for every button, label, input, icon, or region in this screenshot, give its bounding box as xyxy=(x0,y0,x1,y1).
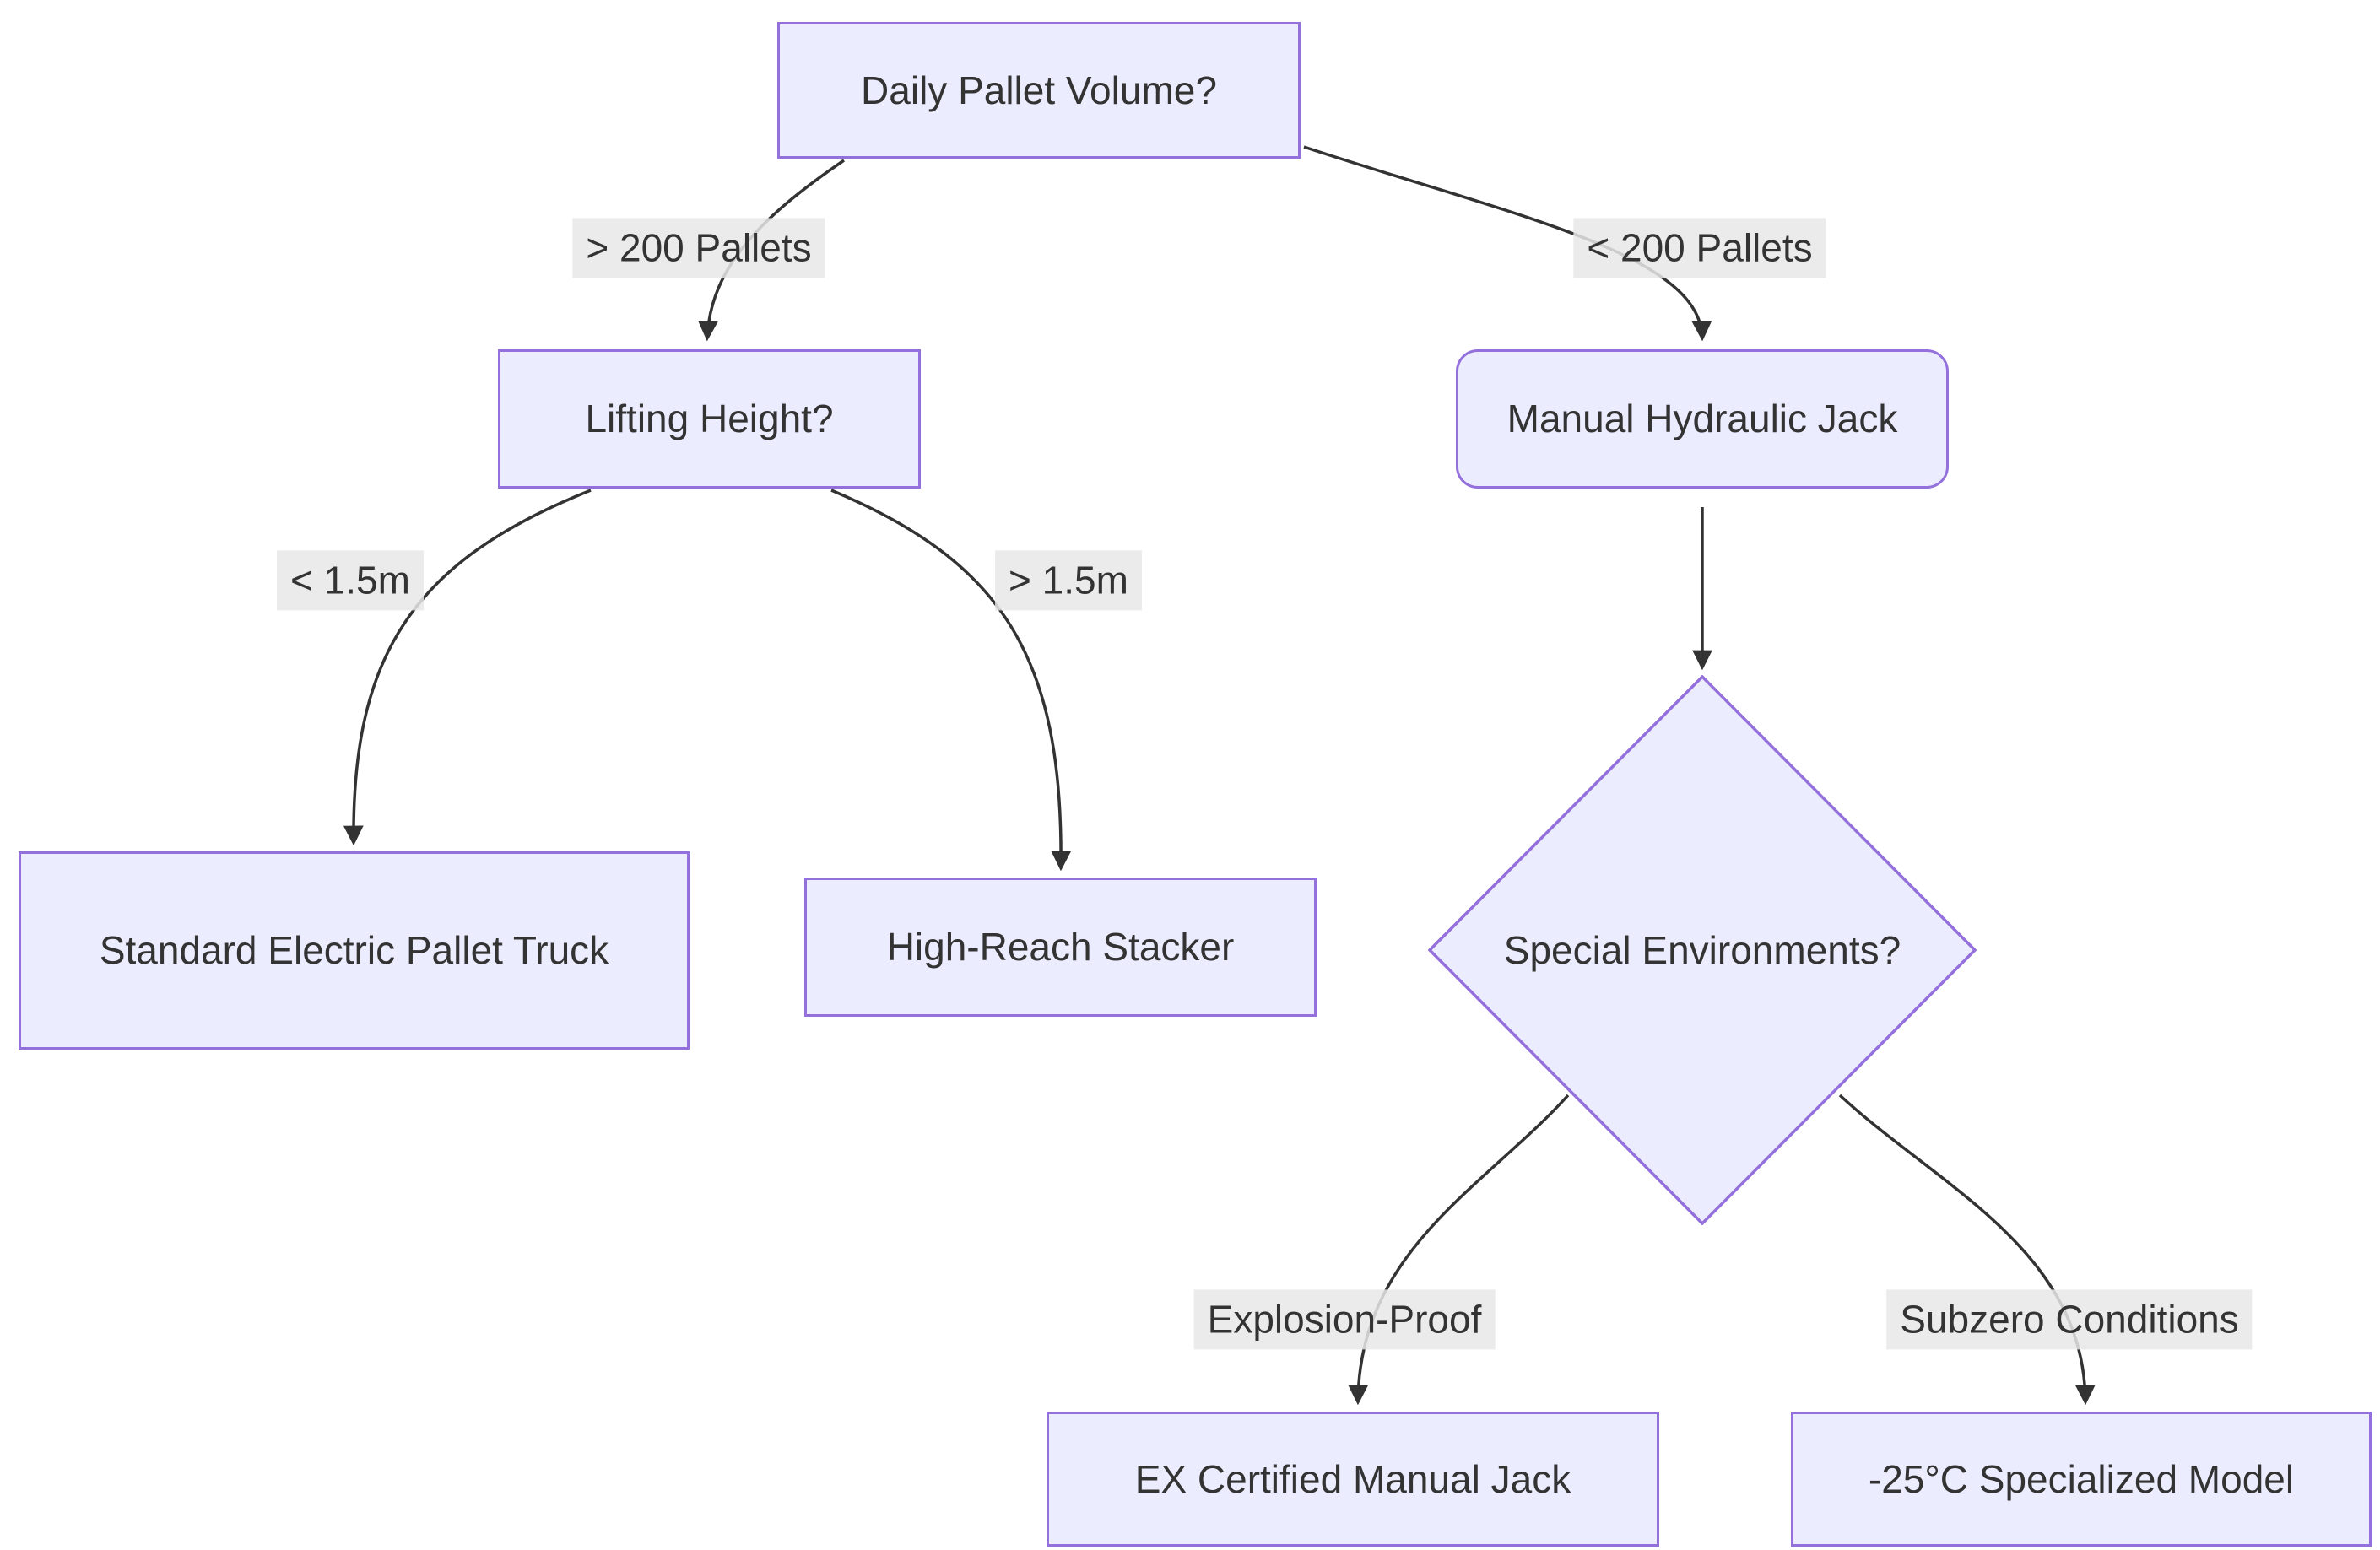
edge-label-subzero-conditions: Subzero Conditions xyxy=(1886,1289,2253,1350)
edge-lifting-height-to-high-reach xyxy=(830,489,1061,867)
node-standard-electric-pallet-truck: Standard Electric Pallet Truck xyxy=(19,851,690,1050)
node-manual-hydraulic-jack-label: Manual Hydraulic Jack xyxy=(1506,397,1898,440)
node-standard-electric-pallet-truck-label: Standard Electric Pallet Truck xyxy=(99,928,609,972)
node-ex-certified-manual-jack-label: EX Certified Manual Jack xyxy=(1134,1456,1571,1501)
node-lifting-height-label: Lifting Height? xyxy=(585,397,834,440)
node-subzero-specialized-model-label: -25°C Specialized Model xyxy=(1868,1456,2295,1501)
edge-lifting-height-to-std-electric xyxy=(354,489,592,842)
node-daily-pallet-volume: Daily Pallet Volume? xyxy=(777,22,1301,159)
edge-label-lt-1-5m: < 1.5m xyxy=(277,550,424,611)
edge-label-explosion-proof: Explosion-Proof xyxy=(1193,1289,1496,1350)
node-ex-certified-manual-jack: EX Certified Manual Jack xyxy=(1047,1412,1659,1547)
edge-label-lt-200-pallets: < 200 Pallets xyxy=(1573,218,1826,278)
node-special-environments-label: Special Environments? xyxy=(1503,927,1901,972)
node-high-reach-stacker: High-Reach Stacker xyxy=(804,878,1317,1017)
edge-label-gt-1-5m: > 1.5m xyxy=(995,550,1142,611)
edge-label-gt-200-pallets: > 200 Pallets xyxy=(572,218,825,278)
node-lifting-height: Lifting Height? xyxy=(498,349,921,489)
diamond-shape xyxy=(1428,675,1977,1225)
node-subzero-specialized-model: -25°C Specialized Model xyxy=(1791,1412,2372,1547)
node-high-reach-stacker-label: High-Reach Stacker xyxy=(886,925,1235,969)
node-special-environments: Special Environments? xyxy=(1428,675,1977,1225)
node-daily-pallet-volume-label: Daily Pallet Volume? xyxy=(861,68,1217,112)
node-manual-hydraulic-jack: Manual Hydraulic Jack xyxy=(1456,349,1949,489)
